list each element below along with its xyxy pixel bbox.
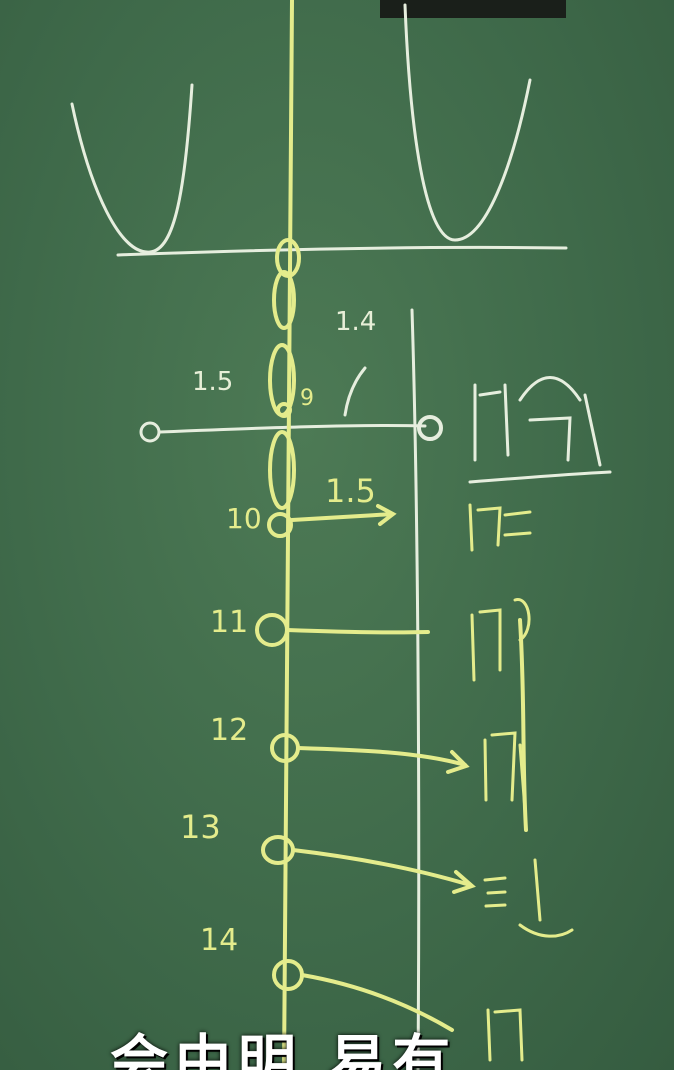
- baseline: [116, 245, 568, 257]
- right-curve: [403, 3, 532, 242]
- label-14: 14: [200, 923, 238, 958]
- arrow-12: [296, 746, 467, 767]
- node-11: [255, 613, 289, 647]
- handwriting-scribble-4: [483, 731, 527, 812]
- handwriting-scribble-6: [486, 1008, 524, 1062]
- label-10: 10: [226, 502, 262, 535]
- handwriting-scribble-5: [483, 858, 574, 938]
- node-14: [272, 959, 304, 991]
- axis-left-node: [139, 421, 161, 443]
- chain-link-4: [268, 430, 296, 510]
- label-dist-mid: 1.5: [325, 472, 376, 510]
- node-small: [276, 402, 292, 418]
- handwriting-scribble-1: [473, 376, 602, 467]
- handwriting-top-right: [473, 376, 602, 467]
- arrow-13: [291, 848, 472, 887]
- arrowhead-13: [452, 870, 476, 894]
- underline: [468, 470, 612, 484]
- right-vertical-line: [410, 308, 421, 1070]
- label-dist-right: 1.4: [335, 307, 376, 337]
- label-dist-top: 1.5: [192, 367, 233, 397]
- node-10: [267, 512, 293, 538]
- arrowhead-10: [376, 504, 397, 526]
- label-13: 13: [180, 808, 221, 846]
- video-subtitle: 会由明 易有: [110, 1028, 457, 1070]
- node-13: [261, 835, 295, 865]
- yellow-chalk-lines: [255, 0, 528, 1070]
- arrowhead-12: [446, 750, 470, 774]
- axis-right-node: [417, 415, 443, 441]
- up-arrow: [343, 366, 367, 417]
- handwriting-scribble-3: [470, 598, 531, 682]
- white-chalk-lines: [70, 3, 612, 1070]
- arrow-11: [285, 628, 430, 635]
- label-12: 12: [210, 713, 248, 748]
- arrow-14: [300, 973, 454, 1032]
- handwriting-scribble-2: [468, 503, 532, 552]
- left-curve: [70, 83, 194, 254]
- handwriting-right-column: [468, 503, 574, 1062]
- label-9: 9: [300, 386, 314, 411]
- horizontal-axis: [158, 423, 427, 434]
- arrow-10: [290, 512, 394, 522]
- chain-link-2: [272, 270, 296, 330]
- board-edge: [380, 0, 566, 18]
- label-11: 11: [210, 605, 248, 640]
